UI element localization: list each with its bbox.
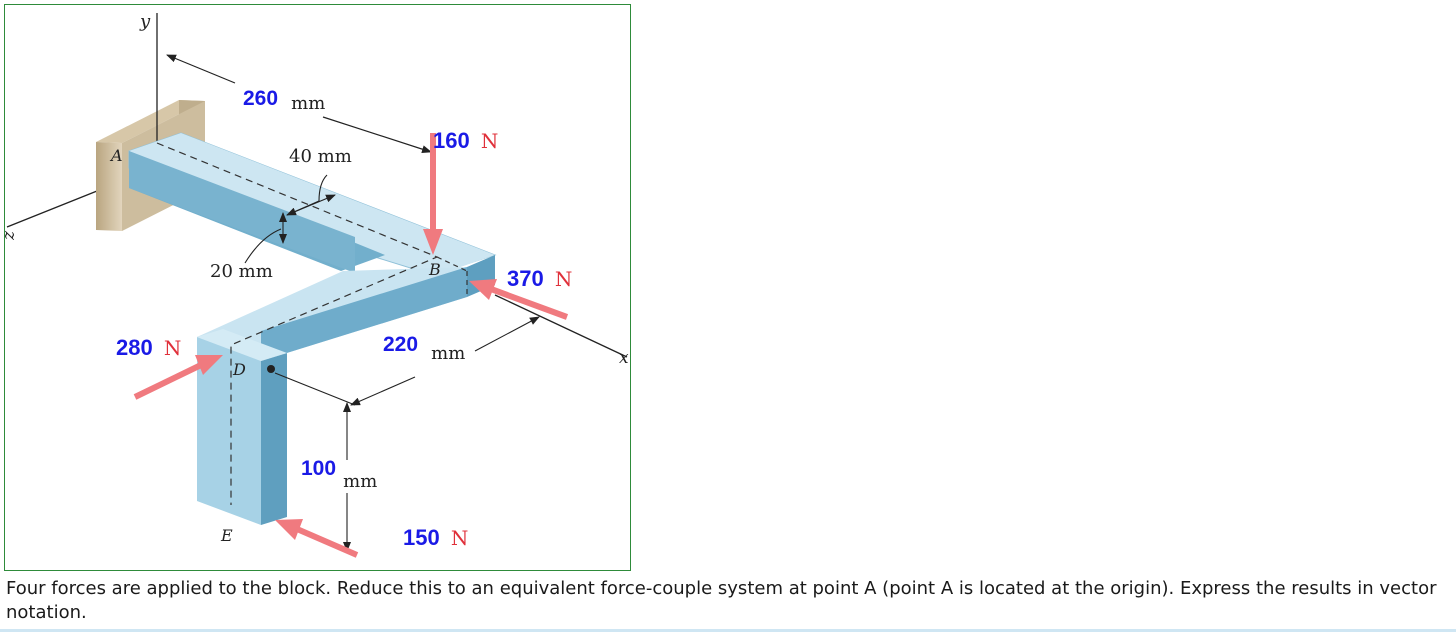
force-370-arrow <box>469 279 569 320</box>
force-160-unit: N <box>481 129 499 153</box>
dim-260-value: 260 <box>243 87 278 110</box>
block-top-d <box>197 329 287 361</box>
force-280-value: 280 <box>116 335 153 360</box>
dim-40-arrow2 <box>286 200 320 216</box>
block-front-de <box>197 337 261 525</box>
dim-20-leader <box>244 228 282 264</box>
x-axis-line <box>494 294 628 358</box>
dim-220-unit: mm <box>431 343 465 364</box>
figure-frame: y x z A B D E 260 mm 40 mm 20 mm 220 mm … <box>4 4 631 571</box>
block-diagram: y x z A B D E 260 mm 40 mm 20 mm 220 mm … <box>5 11 629 558</box>
force-160-arrow <box>423 133 443 255</box>
z-axis-label: z <box>5 230 20 241</box>
dim-100-label: 100 mm <box>301 457 377 492</box>
force-160-label: 160 N <box>433 128 498 153</box>
point-e-label: E <box>220 526 233 545</box>
force-280-arrow <box>133 355 223 400</box>
block-side-bd <box>261 267 467 361</box>
point-d-label: D <box>232 360 246 379</box>
dim-40-label: 40 mm <box>289 146 352 167</box>
dim-260-line-left <box>166 54 236 84</box>
dim-100-value: 100 <box>301 457 336 480</box>
dim-220-label: 220 mm <box>383 333 465 364</box>
force-150-label: 150 N <box>403 525 468 550</box>
force-150-arrow <box>275 519 359 558</box>
point-a-label: A <box>109 146 123 165</box>
force-150-value: 150 <box>403 525 440 550</box>
force-370-value: 370 <box>507 266 544 291</box>
force-280-label: 280 N <box>116 335 181 360</box>
dim-100-unit: mm <box>343 471 377 492</box>
force-150-unit: N <box>451 526 469 550</box>
dim-220-arrow2 <box>474 316 540 352</box>
dim-220-value: 220 <box>383 333 418 356</box>
force-280-unit: N <box>164 336 182 360</box>
dim-220-arrow1 <box>350 376 416 406</box>
point-b-label: B <box>428 260 441 279</box>
point-d-dot <box>267 365 275 373</box>
force-160-value: 160 <box>433 128 470 153</box>
z-axis-line <box>6 190 98 228</box>
block-side-de <box>261 353 287 525</box>
dashed-centerline <box>156 142 439 505</box>
dim-220-ext <box>274 372 356 406</box>
problem-statement: Four forces are applied to the block. Re… <box>6 578 1437 623</box>
force-370-unit: N <box>555 267 573 291</box>
y-axis-label: y <box>139 11 151 32</box>
x-axis-label: x <box>619 348 629 368</box>
block-top-ab2 <box>129 133 495 273</box>
dim-260-label: 260 mm <box>243 87 325 114</box>
dim-260-line-right <box>322 116 432 154</box>
dim-20-label: 20 mm <box>210 261 273 282</box>
bottom-divider <box>0 629 1456 632</box>
dashed-b-end <box>436 256 468 272</box>
wall-side <box>96 100 205 143</box>
dim-40-leader <box>318 174 328 202</box>
wall-face <box>96 142 122 231</box>
dim-260-unit: mm <box>291 93 325 114</box>
force-370-label: 370 N <box>507 266 572 291</box>
block-front-ab <box>129 151 355 273</box>
